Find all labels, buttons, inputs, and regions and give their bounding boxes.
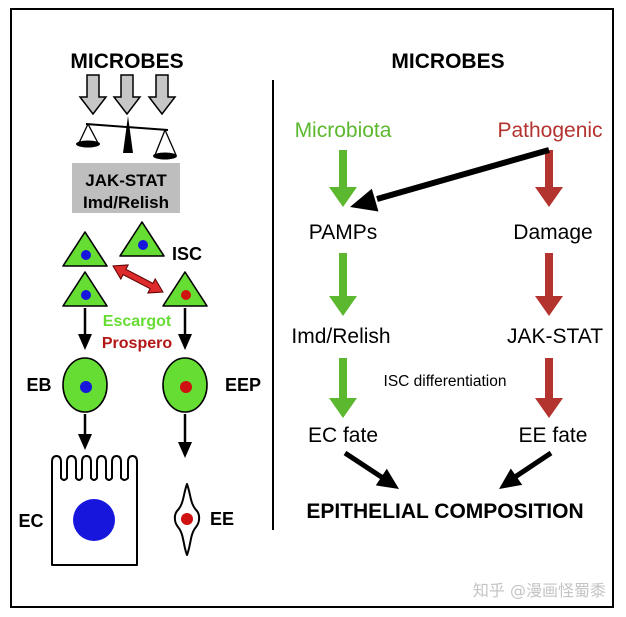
ec-blue-nucleus bbox=[73, 499, 115, 541]
escargot-label: Escargot bbox=[103, 313, 172, 330]
pathogenic-label: Pathogenic bbox=[497, 119, 602, 142]
stem-cell-triangle-icon bbox=[162, 271, 208, 307]
black-arrow-head bbox=[178, 334, 192, 350]
isc-cell-body bbox=[62, 271, 108, 307]
stem-cell-triangle-icon bbox=[62, 231, 108, 267]
isc-cell-body bbox=[119, 221, 165, 257]
eep-red-nucleus bbox=[180, 381, 192, 393]
green-down-arrow-icon bbox=[329, 358, 357, 418]
enteroendocrine-cell-icon bbox=[173, 483, 201, 556]
microbe-input-arrows bbox=[78, 74, 177, 116]
isc-group: ISC bbox=[62, 221, 208, 307]
black-arrow-shaft bbox=[376, 147, 550, 202]
eb-label: EB bbox=[26, 375, 51, 395]
ec-fate-label: EC fate bbox=[308, 424, 378, 447]
stem-cell-triangle-icon bbox=[62, 271, 108, 307]
balance-scale-icon bbox=[76, 116, 177, 160]
gray-down-arrow-icon bbox=[112, 74, 142, 116]
isc-red-nucleus bbox=[181, 290, 191, 300]
black-arrow-head bbox=[375, 468, 399, 489]
ee-label: EE bbox=[210, 509, 234, 529]
eb-cell bbox=[62, 357, 108, 413]
ee-fate-to-composition-arrow bbox=[499, 450, 553, 489]
black-arrow-head bbox=[78, 334, 92, 350]
green-down-arrow-icon bbox=[329, 150, 357, 207]
enterocyte-cell-icon bbox=[51, 455, 138, 566]
right-title: MICROBES bbox=[391, 50, 504, 73]
balance-right-pan bbox=[153, 152, 177, 160]
gray-down-arrow-icon bbox=[147, 74, 177, 116]
eep-label: EEP bbox=[225, 375, 261, 395]
isc-cell-body bbox=[62, 231, 108, 267]
prospero-label: Prospero bbox=[102, 335, 172, 352]
signaling-box: JAK-STAT Imd/Relish bbox=[72, 163, 180, 213]
isc-blue-nucleus bbox=[81, 290, 91, 300]
black-arrow-head bbox=[499, 468, 523, 489]
red-down-arrow-icon bbox=[535, 150, 563, 207]
pathogen-to-pamps-arrow bbox=[350, 147, 550, 212]
damage-label: Damage bbox=[513, 221, 592, 244]
ee-red-nucleus bbox=[181, 513, 193, 525]
pamps-label: PAMPs bbox=[309, 221, 377, 244]
imd-relish-label: Imd/Relish bbox=[291, 325, 390, 348]
microbiota-label: Microbiota bbox=[295, 119, 392, 142]
ee-fate-label: EE fate bbox=[519, 424, 588, 447]
left-title: MICROBES bbox=[70, 50, 183, 73]
isc-blue-nucleus bbox=[81, 250, 91, 260]
signaling-box-background bbox=[72, 163, 180, 213]
eep-cell bbox=[162, 357, 208, 413]
jak-stat-label: JAK-STAT bbox=[507, 325, 603, 348]
balance-left-string bbox=[87, 123, 99, 144]
signaling-box-imd-relish: Imd/Relish bbox=[83, 193, 169, 212]
isc-to-progenitor-arrows bbox=[78, 308, 192, 350]
isc-label: ISC bbox=[172, 244, 202, 264]
left-panel: MICROBES JAK-STAT Imd/Relish bbox=[18, 50, 261, 566]
isc-differentiation-label: ISC differentiation bbox=[384, 373, 507, 390]
red-down-arrow-icon bbox=[535, 253, 563, 316]
ec-label: EC bbox=[18, 511, 43, 531]
isc-blue-nucleus bbox=[138, 240, 148, 250]
balance-left-pan bbox=[76, 140, 100, 148]
black-arrow-shaft bbox=[513, 450, 553, 480]
black-arrow-head bbox=[78, 434, 92, 450]
stem-cell-triangle-icon bbox=[119, 221, 165, 257]
isc-cell-body bbox=[162, 271, 208, 307]
black-arrow-head bbox=[350, 188, 379, 212]
balance-right-string bbox=[154, 129, 166, 156]
black-arrow-shaft bbox=[343, 450, 385, 481]
green-down-arrow-icon bbox=[329, 253, 357, 316]
progenitor-to-mature-arrows bbox=[78, 414, 192, 458]
ec-fate-to-composition-arrow bbox=[343, 450, 399, 489]
right-panel: MICROBES Microbiota Pathogenic PAMPs Dam… bbox=[291, 50, 603, 523]
epithelial-composition-label: EPITHELIAL COMPOSITION bbox=[306, 500, 583, 523]
balance-pivot bbox=[123, 116, 133, 153]
gray-down-arrow-icon bbox=[78, 74, 108, 116]
double-headed-arrow-icon bbox=[112, 264, 164, 294]
black-arrow-head bbox=[178, 442, 192, 458]
red-down-arrow-icon bbox=[535, 358, 563, 418]
signaling-box-jak-stat: JAK-STAT bbox=[85, 171, 167, 190]
balance-left-string bbox=[78, 123, 89, 144]
balance-right-string bbox=[164, 129, 177, 156]
watermark: 知乎 @漫画怪蜀黍 bbox=[473, 581, 606, 600]
eb-blue-nucleus bbox=[80, 381, 92, 393]
